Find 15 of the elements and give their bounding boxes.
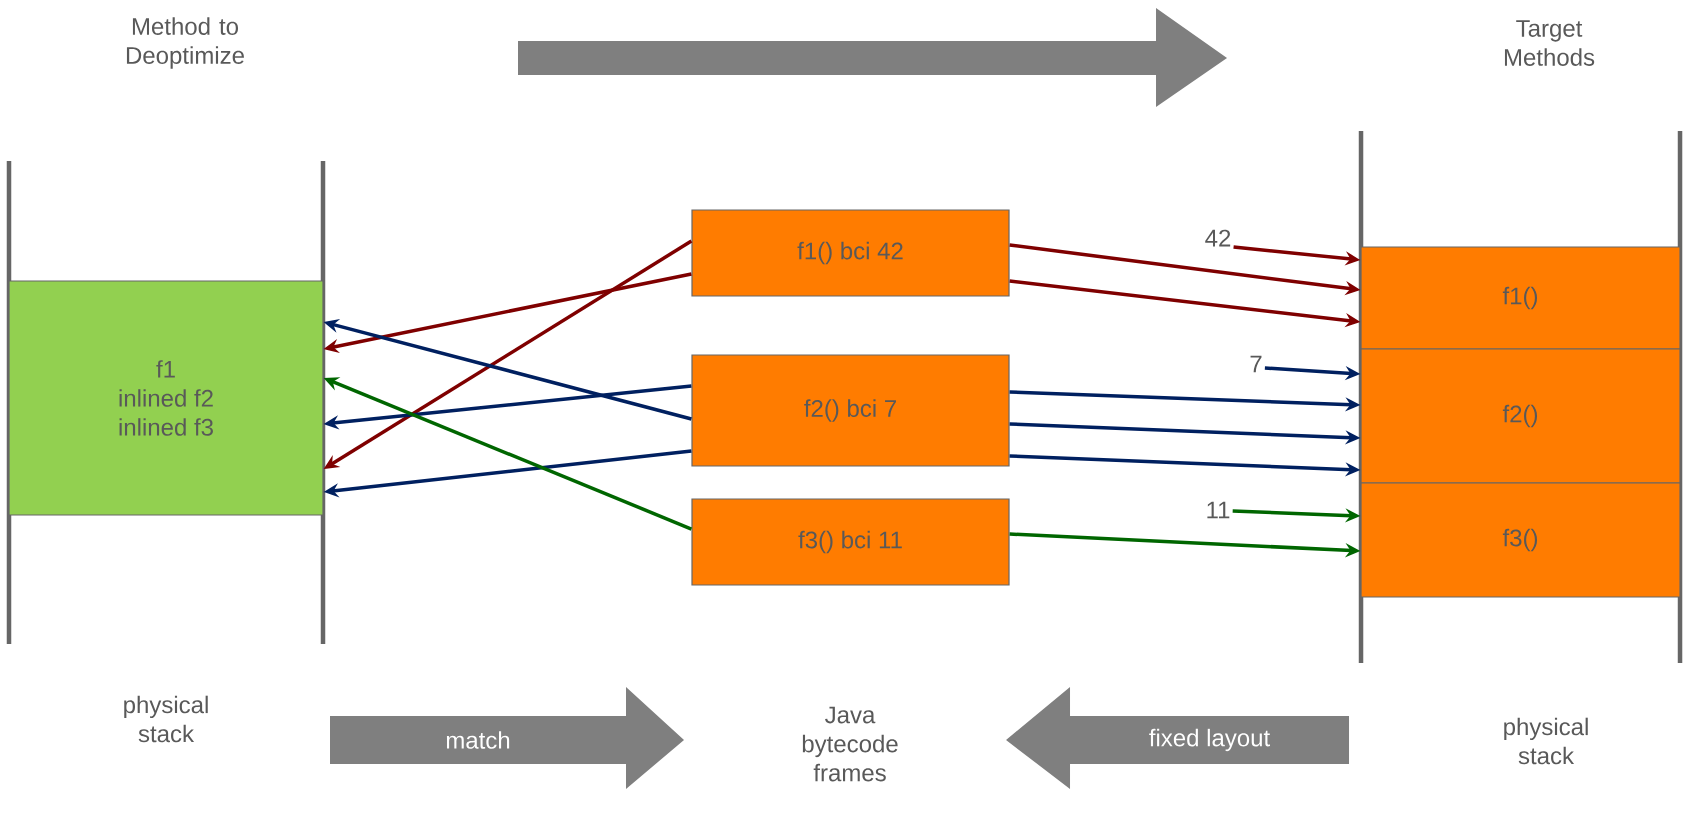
caption-text: Method to Deoptimize	[126, 17, 244, 69]
stack-frame-box: f3()	[1360, 482, 1681, 598]
method-box: f1 inlined f2 inlined f3	[8, 280, 324, 516]
caption-text: physical stack	[124, 695, 208, 743]
caption-text: physical stack	[1504, 717, 1588, 765]
bci-number: 42	[1205, 229, 1231, 247]
frame-box: f3() bci 11	[691, 498, 1010, 586]
frame-box: f1() bci 42	[691, 209, 1010, 297]
frame-box: f2() bci 7	[691, 354, 1010, 467]
stack-frame-box: f1()	[1360, 246, 1681, 350]
caption-text: Target Methods	[1504, 20, 1595, 66]
bci-number: 11	[1207, 501, 1230, 519]
stack-frame-box: f2()	[1360, 348, 1681, 484]
bci-number: 7	[1250, 355, 1262, 373]
caption-text: Java bytecode frames	[802, 706, 898, 782]
